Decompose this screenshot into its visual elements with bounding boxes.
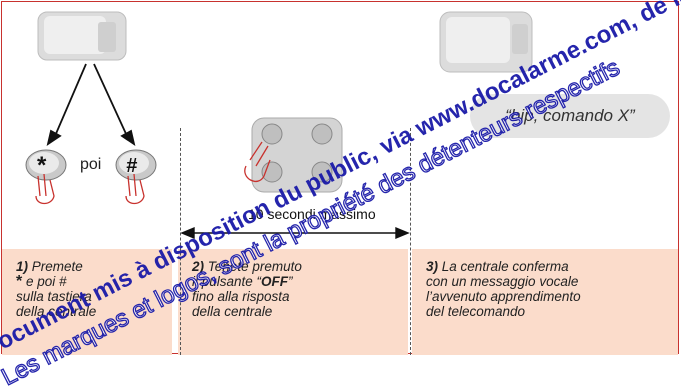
remote-control-icon: [251, 117, 343, 193]
step-3-box: 3) La centrale conferma con un messaggio…: [412, 249, 678, 355]
hand-icon-1: [35, 173, 55, 205]
star-key-icon: *: [25, 149, 67, 181]
step-1-box: 1) Premete * e poi # sulla tastiera dell…: [2, 249, 172, 355]
svg-text:#: #: [126, 155, 138, 177]
control-panel-icon: [37, 11, 127, 61]
illustration-layer: * #: [25, 11, 533, 240]
timer-label: 10 secondi massimo: [248, 206, 376, 222]
arrows-to-keys: [46, 63, 136, 147]
divider-dashed-2: [410, 128, 411, 355]
svg-text:*: *: [37, 152, 47, 179]
control-panel-icon-right: [439, 11, 533, 73]
hand-icon-2: [125, 173, 145, 205]
timer-arrow: [180, 226, 410, 240]
divider-dashed-1: [180, 128, 181, 355]
hand-icon-3: [244, 141, 271, 182]
poi-label: poi: [80, 156, 102, 173]
voice-message-bubble: “bip, comando X”: [470, 94, 670, 138]
hash-key-icon: #: [115, 149, 157, 181]
step-2-box: 2) Tenete premuto il pulsante “OFF” fino…: [178, 249, 408, 355]
